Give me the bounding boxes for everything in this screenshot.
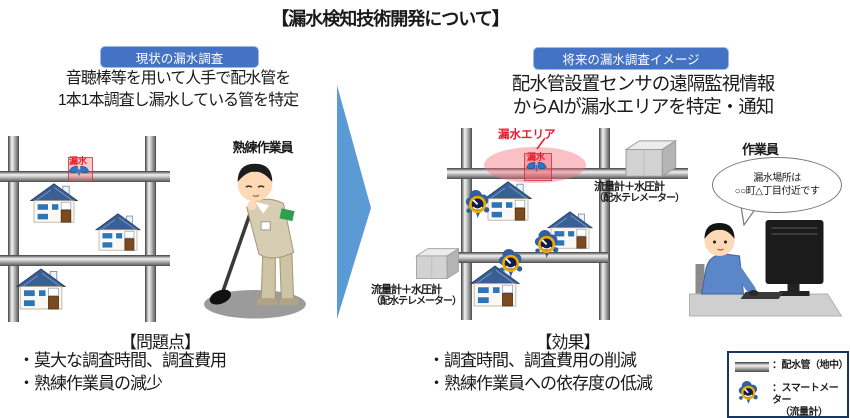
future-desc-line2: からAIが漏水エリアを特定・通知 xyxy=(512,96,774,117)
future-method-badge-label: 将来の漏水調査イメージ xyxy=(562,53,700,67)
water-pipe-horizontal xyxy=(0,255,170,266)
smart-meter-icon xyxy=(498,247,525,278)
issue-item: ・熟練作業員の減少 xyxy=(18,374,163,393)
smart-meter-icon xyxy=(534,228,561,259)
effect-item: ・調査時間、調査費用の削減 xyxy=(428,351,637,370)
leak-label: 漏水 xyxy=(69,156,88,166)
house-icon xyxy=(484,181,532,221)
skilled-worker-label: 熟練作業員 xyxy=(232,140,293,155)
sensor-top-line2: （配水テレメーター） xyxy=(594,193,685,204)
arrow-right-icon xyxy=(337,85,371,319)
legend-meter-line1: ：スマートメーター xyxy=(772,383,839,406)
office-worker-illustration xyxy=(686,212,844,322)
leak-area-pointer xyxy=(536,137,546,150)
effects-title: 【効果】 xyxy=(535,333,601,352)
water-pipe-vertical xyxy=(145,136,156,322)
leak-label: 漏水 xyxy=(527,152,546,162)
sensor-label-top: 流量計＋水圧計 （配水テレメーター） xyxy=(594,181,704,205)
effect-item: ・熟練作業員への依存度の低減 xyxy=(428,374,653,393)
current-method-badge: 現状の漏水調査 xyxy=(100,46,259,68)
current-method-badge-label: 現状の漏水調査 xyxy=(135,51,224,66)
legend-meter-line2: （流量計） xyxy=(780,407,828,418)
house-icon xyxy=(16,268,66,310)
water-pipe-horizontal xyxy=(447,252,608,263)
legend-meter-label: ：スマートメーター （流量計） xyxy=(772,383,847,418)
water-pipe-vertical xyxy=(461,128,472,320)
sensor-bottom-line2: （配水テレメーター） xyxy=(371,296,462,307)
bubble-line2: ○○町△丁目付近です xyxy=(734,186,820,197)
current-desc-line1: 音聴棒等を用いて人手で配水管を xyxy=(65,70,292,87)
water-pipe-vertical xyxy=(8,136,19,322)
future-desc-line1: 配水管設置センサの遠隔監視情報 xyxy=(511,73,776,94)
current-method-description: 音聴棒等を用いて人手で配水管を 1本1本調査し漏水している管を特定 xyxy=(2,68,354,112)
leak-area-label: 漏水エリア xyxy=(498,129,556,141)
water-splash-icon xyxy=(68,164,90,177)
telemeter-box-icon xyxy=(618,138,678,180)
legend-pipe-label: ：配水管（地中） xyxy=(772,360,849,371)
bubble-line1: 漏水場所は xyxy=(753,173,801,184)
skilled-worker-illustration xyxy=(202,150,314,322)
issues-title: 【問題点】 xyxy=(120,333,201,352)
speech-bubble: 漏水場所は ○○町△丁目付近です xyxy=(712,157,842,213)
legend-box: ：配水管（地中） ：スマートメーター （流量計） xyxy=(727,351,849,418)
smart-meter-icon xyxy=(465,188,492,219)
legend-pipe-swatch xyxy=(735,362,769,372)
sensor-label-bottom: 流量計＋水圧計 （配水テレメーター） xyxy=(371,284,471,308)
office-worker-label: 作業員 xyxy=(741,142,779,157)
house-icon xyxy=(547,211,593,249)
water-splash-icon xyxy=(525,160,548,173)
water-pipe-horizontal xyxy=(447,168,688,179)
house-icon xyxy=(95,213,141,251)
issue-item: ・莫大な調査時間、調査費用 xyxy=(18,351,227,370)
house-icon xyxy=(30,183,78,223)
sensor-top-line1: 流量計＋水圧計 xyxy=(594,181,665,193)
page-title: 【漏水検知技術開発について】 xyxy=(271,9,509,29)
legend-meter-icon xyxy=(738,379,760,405)
telemeter-box-icon xyxy=(410,244,460,284)
current-desc-line2: 1本1本調査し漏水している管を特定 xyxy=(57,92,299,109)
future-method-description: 配水管設置センサの遠隔監視情報 からAIが漏水エリアを特定・通知 xyxy=(448,72,838,118)
future-method-badge: 将来の漏水調査イメージ xyxy=(533,47,729,70)
water-pipe-vertical xyxy=(599,128,610,320)
sensor-bottom-line1: 流量計＋水圧計 xyxy=(371,284,442,296)
